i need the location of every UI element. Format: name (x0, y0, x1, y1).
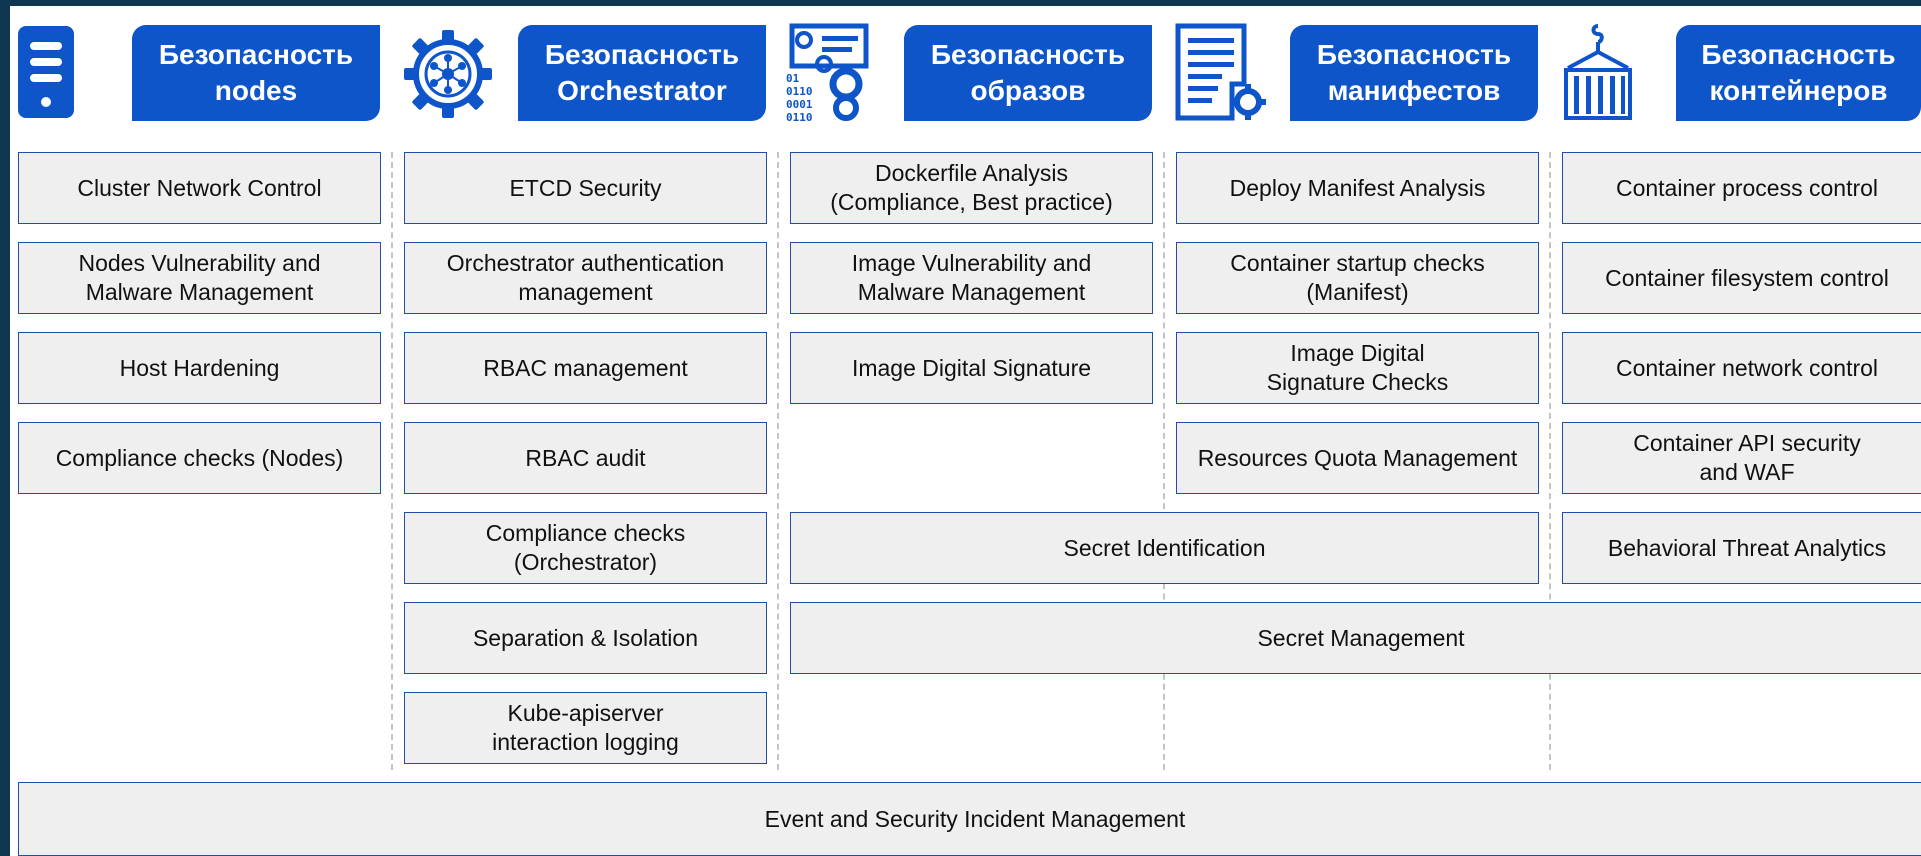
server-icon (18, 26, 74, 118)
box-secret-management: Secret Management (790, 602, 1921, 674)
container-crane-icon (1564, 24, 1632, 120)
column-divider (777, 152, 779, 770)
gear-network-icon (404, 30, 492, 118)
svg-text:0001: 0001 (786, 98, 813, 111)
diagram-canvas: Безопасность nodes (10, 6, 1921, 856)
box-rbac-management: RBAC management (404, 332, 767, 404)
box-secret-identification: Secret Identification (790, 512, 1539, 584)
box-kube-apiserver-logging: Kube-apiserver interaction logging (404, 692, 767, 764)
box-host-hardening: Host Hardening (18, 332, 381, 404)
box-container-startup-checks: Container startup checks (Manifest) (1176, 242, 1539, 314)
box-nodes-vulnerability: Nodes Vulnerability and Malware Manageme… (18, 242, 381, 314)
box-behavioral-threat-analytics: Behavioral Threat Analytics (1562, 512, 1921, 584)
box-image-vulnerability: Image Vulnerability and Malware Manageme… (790, 242, 1153, 314)
document-gear-icon (1175, 23, 1266, 121)
header-images: Безопасность образов (904, 25, 1152, 121)
column-divider (1163, 152, 1165, 770)
binary-gears-icon: 01 0110 0001 0110 (786, 23, 869, 122)
box-resources-quota: Resources Quota Management (1176, 422, 1539, 494)
box-container-api-security: Container API security and WAF (1562, 422, 1921, 494)
header-manifests: Безопасность манифестов (1290, 25, 1538, 121)
box-separation-isolation: Separation & Isolation (404, 602, 767, 674)
header-nodes: Безопасность nodes (132, 25, 380, 121)
svg-text:0110: 0110 (786, 111, 813, 122)
box-rbac-audit: RBAC audit (404, 422, 767, 494)
box-image-signature-checks: Image Digital Signature Checks (1176, 332, 1539, 404)
box-container-network-control: Container network control (1562, 332, 1921, 404)
column-divider (391, 152, 393, 770)
box-orchestrator-auth: Orchestrator authentication management (404, 242, 767, 314)
box-compliance-nodes: Compliance checks (Nodes) (18, 422, 381, 494)
svg-text:01: 01 (786, 72, 800, 85)
box-compliance-orchestrator: Compliance checks (Orchestrator) (404, 512, 767, 584)
box-container-filesystem-control: Container filesystem control (1562, 242, 1921, 314)
header-containers: Безопасность контейнеров (1676, 25, 1921, 121)
header-orchestrator: Безопасность Orchestrator (518, 25, 766, 121)
column-divider (1549, 152, 1551, 770)
box-deploy-manifest-analysis: Deploy Manifest Analysis (1176, 152, 1539, 224)
box-cluster-network-control: Cluster Network Control (18, 152, 381, 224)
box-dockerfile-analysis: Dockerfile Analysis (Compliance, Best pr… (790, 152, 1153, 224)
svg-text:0110: 0110 (786, 85, 813, 98)
box-image-digital-signature: Image Digital Signature (790, 332, 1153, 404)
box-event-incident-management: Event and Security Incident Management (18, 782, 1921, 856)
box-container-process-control: Container process control (1562, 152, 1921, 224)
box-etcd-security: ETCD Security (404, 152, 767, 224)
